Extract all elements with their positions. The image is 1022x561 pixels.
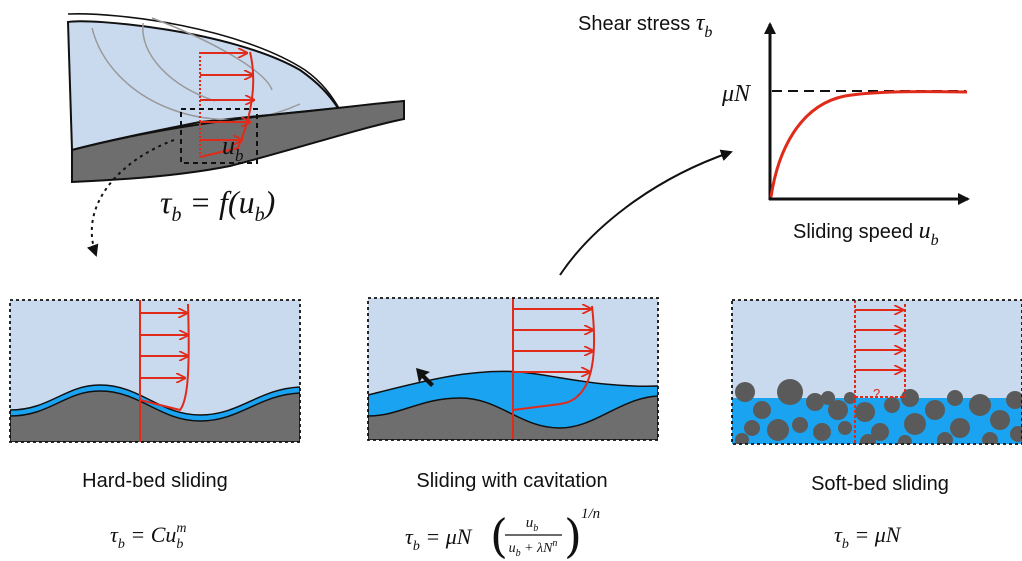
- svg-text:ub + λNn: ub + λNn: [509, 538, 558, 559]
- till-grain: [990, 410, 1010, 430]
- svg-text:): ): [564, 509, 582, 561]
- till-grain: [950, 418, 970, 438]
- till-grain: [838, 421, 852, 435]
- formula-hard-bed: τb = Cubm: [110, 521, 187, 552]
- till-grain: [744, 420, 760, 436]
- svg-text:1/n: 1/n: [581, 506, 600, 522]
- till-grain: [753, 401, 771, 419]
- till-grain: [969, 394, 991, 416]
- till-grain: [937, 432, 953, 444]
- formula-cavitation: τb = μN ( ub ub + λNn ) 1/n: [405, 506, 600, 561]
- till-grain: [884, 397, 900, 413]
- panel-cavitation: Sliding with cavitation τb = μN ( ub ub …: [367, 297, 659, 561]
- y-axis-label: Shear stress τb: [578, 10, 712, 41]
- till-grain: [901, 389, 919, 407]
- till-grain: [813, 423, 831, 441]
- panel-soft-bed: ? Soft-bed sliding τb = μN: [731, 299, 1022, 552]
- basal-velocity-label: ub: [222, 131, 244, 165]
- svg-text:(: (: [490, 509, 508, 561]
- formula-soft-bed: τb = μN: [834, 522, 902, 552]
- x-axis-label: Sliding speed ub: [793, 218, 939, 249]
- zoom-box: [180, 108, 258, 164]
- till-grain: [1010, 426, 1022, 442]
- till-grain: [792, 417, 808, 433]
- till-grains: [735, 379, 1022, 444]
- panel-title-hard-bed: Hard-bed sliding: [82, 470, 228, 492]
- till-grain: [855, 402, 875, 422]
- till-grain: [777, 379, 803, 405]
- plateau-label: μN: [721, 81, 752, 107]
- panel-title-soft-bed: Soft-bed sliding: [811, 473, 949, 495]
- till-grain: [860, 434, 876, 444]
- panel-title-cavitation: Sliding with cavitation: [416, 470, 607, 492]
- till-grain: [947, 390, 963, 406]
- velocity-profile-curve: [199, 51, 255, 158]
- till-grain: [898, 435, 912, 444]
- glacier-top-edge: [67, 13, 341, 111]
- till-grain: [844, 392, 856, 404]
- till-grain: [735, 382, 755, 402]
- flow-line-1: [142, 22, 216, 102]
- till-grain: [904, 413, 926, 435]
- hard-bed-rock: [10, 390, 300, 442]
- till-grain: [925, 400, 945, 420]
- svg-text:τb = μN: τb = μN: [405, 524, 473, 554]
- panel-to-graph-arrow: [559, 149, 733, 276]
- cursor-arrow-icon: [416, 368, 434, 387]
- panel-hard-bed: Hard-bed sliding τb = Cubm: [9, 299, 301, 552]
- till-grain: [806, 393, 824, 411]
- stress-speed-graph: Shear stress τb μN Sliding speed ub: [559, 10, 970, 276]
- till-grain: [735, 433, 749, 444]
- till-grain: [1006, 391, 1022, 409]
- unknown-profile-mark: ?: [873, 386, 880, 401]
- svg-text:ub: ub: [526, 515, 539, 534]
- friction-curve: [769, 90, 968, 198]
- flow-line-2: [151, 17, 273, 91]
- till-grain: [821, 391, 835, 405]
- glacier-sketch: ub τb = f(ub): [66, 13, 405, 257]
- friction-law-label: τb = f(ub): [160, 184, 275, 226]
- till-grain: [828, 400, 848, 420]
- till-grain: [767, 419, 789, 441]
- till-grain: [871, 423, 889, 441]
- till-grain: [982, 432, 998, 444]
